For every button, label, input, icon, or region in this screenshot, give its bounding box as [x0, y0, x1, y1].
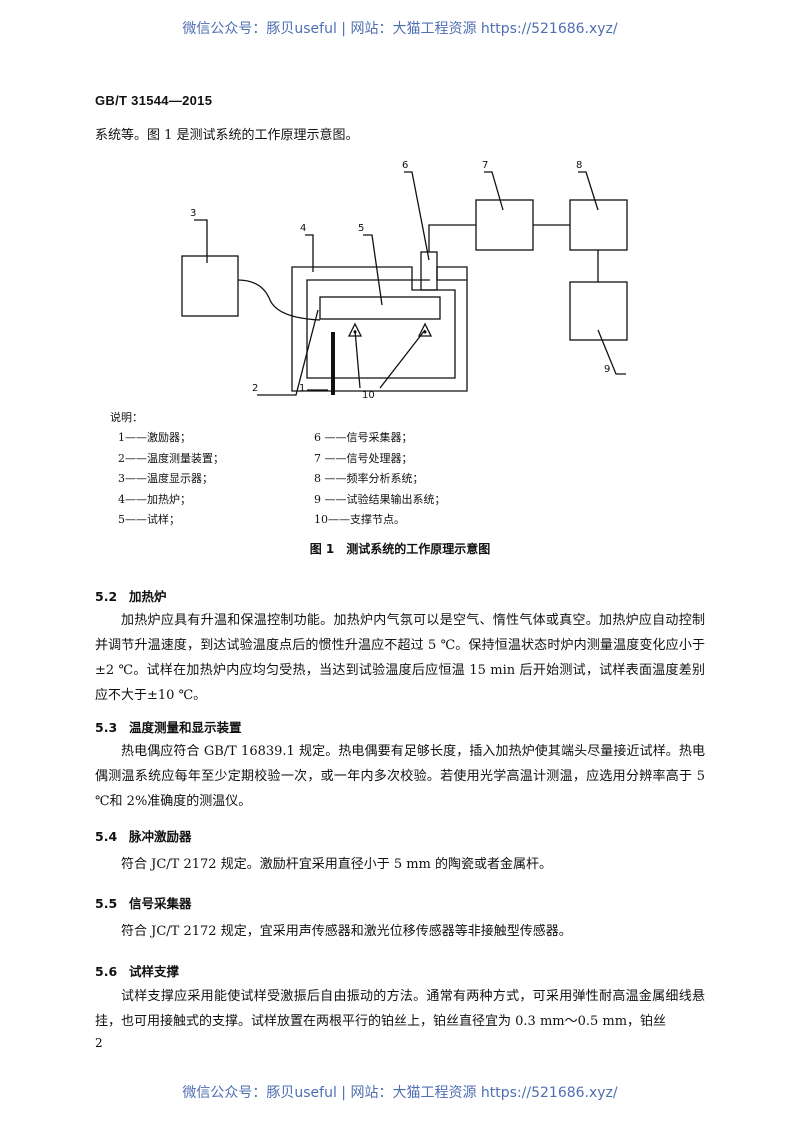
legend-title: 说明：	[110, 411, 143, 424]
box-frequency-analysis	[569, 199, 628, 251]
label-6: 6	[402, 160, 408, 171]
legend-item: 10——支撑节点。	[314, 513, 405, 526]
section-paragraph: 试样支撑应采用能使试样受激振后自由振动的方法。通常有两种方式，可采用弹性耐高温金…	[95, 989, 705, 1029]
test-system-diagram: 3 4 5 6 7 8 9 2 1 10	[181, 160, 628, 401]
leader-3	[194, 219, 208, 263]
page-number: 2	[95, 1036, 103, 1050]
box-temperature-display	[181, 255, 239, 317]
label-2: 2	[252, 383, 258, 394]
section-paragraph: 热电偶应符合 GB/T 16839.1 规定。热电偶要有足够长度，插入加热炉使其…	[95, 744, 705, 809]
section-paragraph: 符合 JC/T 2172 规定，宜采用声传感器和激光位移传感器等非接触型传感器。	[121, 924, 572, 939]
section-paragraph: 加热炉应具有升温和保温控制功能。加热炉内气氛可以是空气、惰性气体或真空。加热炉应…	[95, 613, 705, 703]
legend-item: 9 ——试验结果输出系统；	[314, 492, 446, 506]
legend-item: 6 ——信号采集器；	[314, 431, 413, 444]
legend-item: 7 ——信号处理器；	[314, 451, 413, 465]
leader-10a	[354, 329, 361, 389]
leader-8	[578, 171, 599, 211]
specimen-bar	[319, 296, 441, 320]
leader-6	[404, 171, 430, 261]
leader-10b	[379, 329, 426, 389]
thermocouple-wire	[237, 279, 321, 321]
label-10: 10	[362, 390, 375, 401]
document-code: GB/T 31544—2015	[95, 93, 213, 108]
intro-text: 系统等。图 1 是测试系统的工作原理示意图。	[95, 128, 359, 143]
leader-2	[257, 309, 319, 396]
label-7: 7	[482, 160, 488, 171]
legend-item: 2——温度测量装置；	[118, 451, 224, 465]
figure-caption: 图 1 测试系统的工作原理示意图	[309, 542, 491, 556]
watermark-top: 微信公众号：豚贝useful | 网站：大猫工程资源 https://52168…	[182, 21, 618, 37]
leader-4	[305, 234, 314, 272]
box-signal-processor	[475, 199, 534, 251]
legend-item: 8 ——频率分析系统；	[314, 472, 424, 485]
legend-column-right: 6 ——信号采集器； 7 ——信号处理器； 8 ——频率分析系统； 9 ——试验…	[314, 428, 574, 531]
label-3: 3	[190, 208, 196, 219]
legend-column-left: 1——激励器； 2——温度测量装置； 3——温度显示器； 4——加热炉； 5——…	[118, 428, 378, 531]
legend-item: 1——激励器；	[118, 431, 191, 444]
leader-5	[363, 234, 383, 306]
leader-9	[597, 329, 626, 375]
watermark-bottom: 微信公众号：豚贝useful | 网站：大猫工程资源 https://52168…	[182, 1085, 618, 1101]
support-node-right	[417, 322, 433, 337]
section-paragraph: 符合 JC/T 2172 规定。激励杆宜采用直径小于 5 mm 的陶瓷或者金属杆…	[121, 857, 553, 872]
label-5: 5	[358, 223, 364, 234]
legend-item: 5——试样；	[118, 513, 180, 526]
label-9: 9	[604, 364, 610, 375]
label-4: 4	[300, 223, 306, 234]
furnace-inner	[306, 279, 456, 379]
label-1: 1	[299, 383, 305, 394]
legend-item: 3——温度显示器；	[118, 472, 213, 485]
leader-7	[484, 171, 504, 211]
label-8: 8	[576, 160, 582, 171]
wire-6-to-7	[428, 224, 476, 252]
legend-item: 4——加热炉；	[118, 492, 191, 506]
figure-legend: 说明： 1——激励器； 2——温度测量装置； 3——温度显示器； 4——加热炉；…	[110, 408, 446, 526]
